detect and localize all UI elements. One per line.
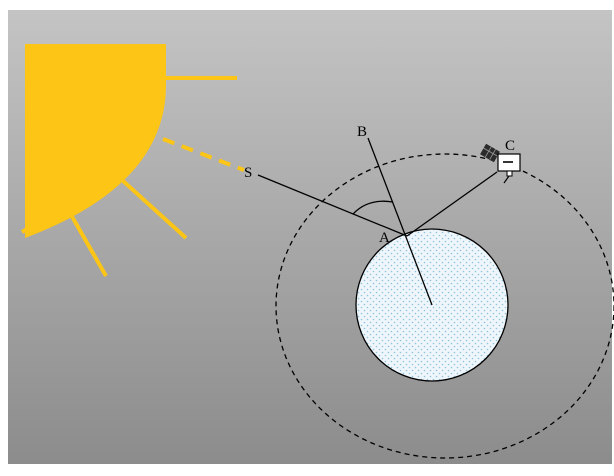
sun-ray-dashed <box>162 137 245 172</box>
sun-icon <box>20 44 245 277</box>
sun-ray <box>120 178 188 240</box>
label-c: C <box>505 138 515 154</box>
label-s: S <box>244 165 252 181</box>
label-b: B <box>357 124 367 140</box>
satellite-orbit <box>275 153 614 459</box>
sun-body <box>25 44 166 238</box>
satellite-icon <box>480 143 521 184</box>
label-a: A <box>379 230 390 246</box>
satellite-antenna <box>503 175 510 184</box>
line-sa <box>257 174 408 237</box>
line-ac <box>406 171 498 237</box>
satellite-panel-grid <box>483 146 498 160</box>
sun-ray <box>20 216 48 234</box>
angle-arc <box>352 200 394 215</box>
satellite-dish <box>506 170 513 177</box>
sun-ray <box>68 212 108 277</box>
satellite-panel <box>480 143 500 163</box>
line-ba-normal <box>367 137 433 306</box>
